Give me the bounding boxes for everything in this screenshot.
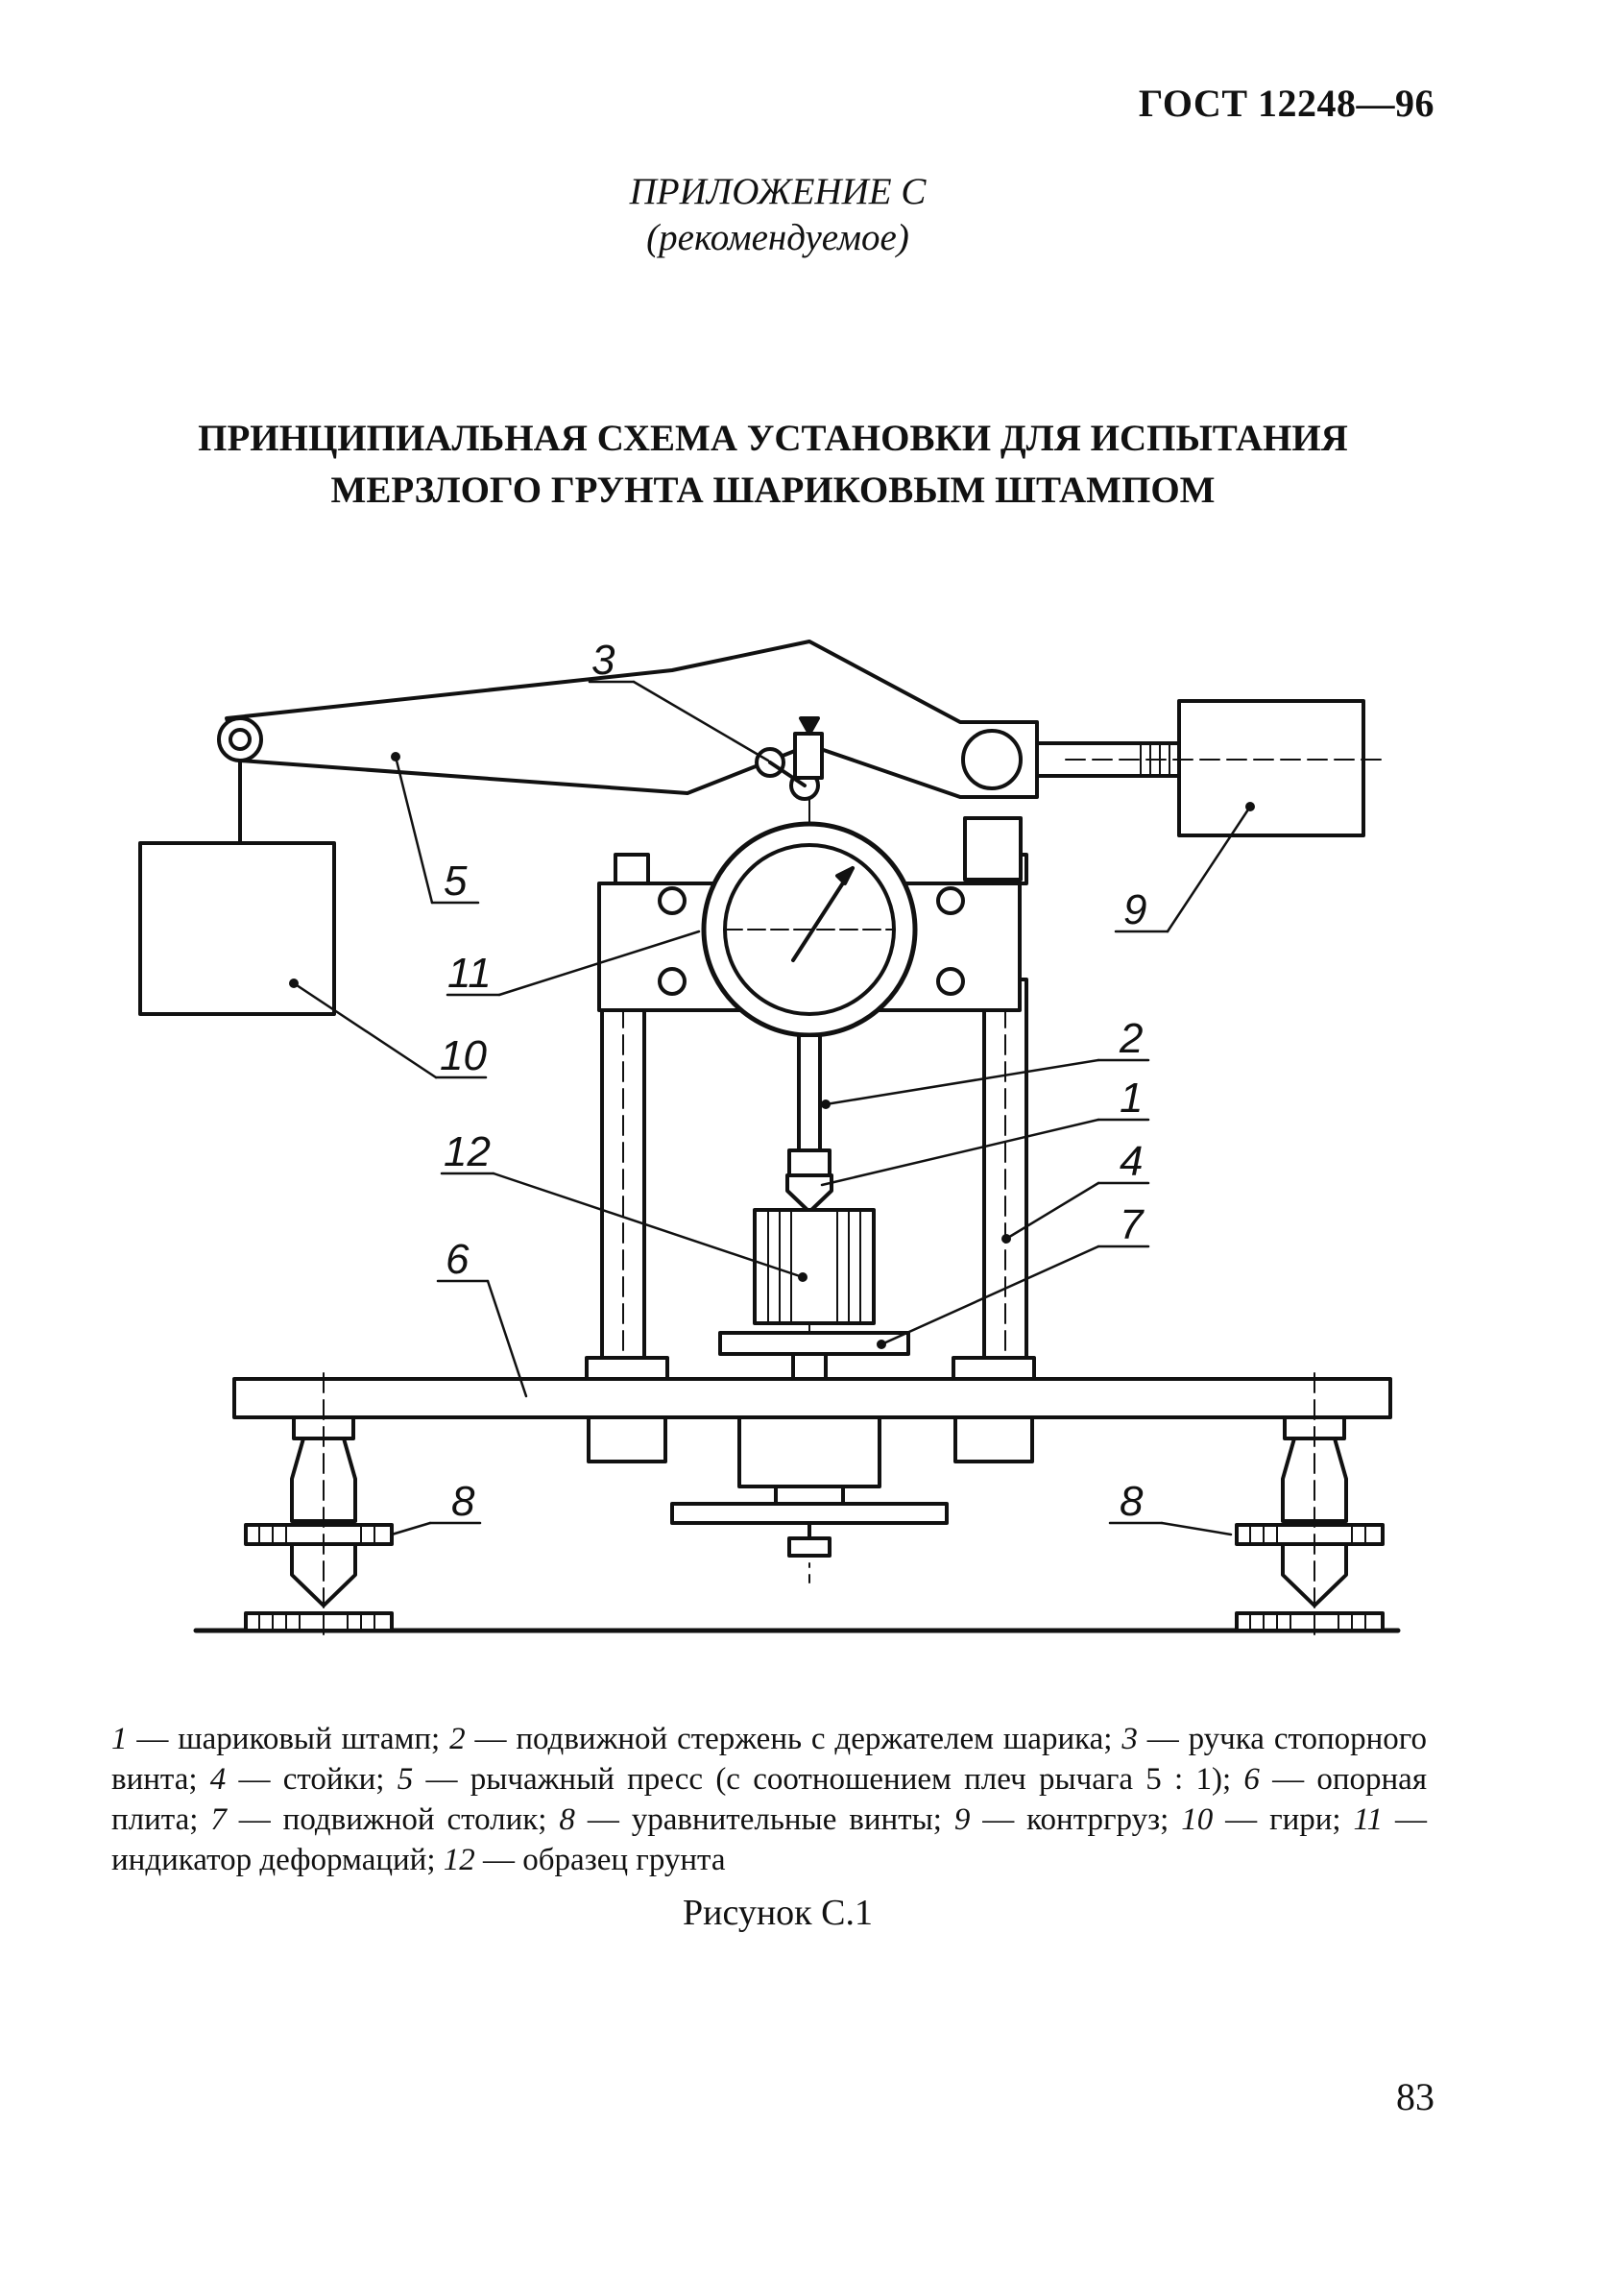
callout-3: 3 (591, 637, 615, 684)
legend-item: 5 — рычажный пресс (с соотношением плеч … (397, 1762, 1244, 1797)
callout-8-right: 8 (1120, 1478, 1144, 1525)
stud-left (614, 853, 650, 885)
column-nut-top-left (585, 1356, 669, 1381)
column-nut-bottom-right (953, 1415, 1034, 1463)
page-number: 83 (1396, 2075, 1434, 2118)
legend-item: 4 — стойки; (209, 1762, 398, 1797)
legend-item: 1 — шариковый штамп; (111, 1722, 450, 1756)
callout-8-left: 8 (451, 1478, 475, 1525)
legend-item: 2 — подвижной стержень с держателем шари… (449, 1722, 1122, 1756)
lever-arm (225, 640, 1039, 799)
document-title: ПРИНЦИПИАЛЬНАЯ СХЕМА УСТАНОВКИ ДЛЯ ИСПЫТ… (0, 413, 1546, 517)
legend-item: 10 — гири; (1181, 1802, 1354, 1837)
legend-item: 9 — контргруз; (953, 1802, 1182, 1837)
leveling-screw-right (1235, 1372, 1385, 1643)
legend-item: 3 — ручка стопорного винта; (111, 1722, 1427, 1797)
column-nut-top-right (952, 1356, 1036, 1381)
figure-legend: 1 — шариковый штамп; 2 — подвижной стерж… (111, 1719, 1427, 1880)
legend-item: 6 — опорная плита; (111, 1762, 1427, 1837)
apparatus-diagram: 3 5 9 11 10 2 1 4 7 12 6 8 8 (138, 637, 1401, 1643)
leveling-screw-left (244, 1372, 394, 1643)
callout-9: 9 (1123, 886, 1146, 933)
ball-stamp (785, 1173, 833, 1214)
base-plate (232, 1377, 1392, 1419)
legend-item: 8 — уравнительные винты; (559, 1802, 954, 1837)
legend-item: 11 — индикатор деформаций; (111, 1802, 1427, 1877)
movable-rod (797, 1033, 822, 1152)
callout-2: 2 (1119, 1015, 1143, 1062)
lever-pivot-right (961, 729, 1023, 790)
counterweight (1177, 699, 1365, 837)
appendix-label: ПРИЛОЖЕНИЕ С (629, 171, 927, 212)
title-line-1: ПРИНЦИПИАЛЬНАЯ СХЕМА УСТАНОВКИ ДЛЯ ИСПЫТ… (198, 418, 1348, 459)
lift-housing (737, 1415, 881, 1488)
appendix-note: (рекомендуемое) (646, 217, 909, 258)
callout-4: 4 (1120, 1138, 1143, 1185)
weights (138, 841, 336, 1016)
column-nut-bottom-left (587, 1415, 667, 1463)
appendix-heading: ПРИЛОЖЕНИЕ С (рекомендуемое) (0, 169, 1555, 261)
callout-12: 12 (444, 1128, 491, 1175)
legend-item: 7 — подвижной столик; (210, 1802, 560, 1837)
figure-caption: Рисунок С.1 (683, 1893, 873, 1933)
callout-7: 7 (1120, 1201, 1145, 1248)
lift-handwheel (670, 1502, 949, 1525)
callout-5: 5 (444, 858, 468, 905)
document-code: ГОСТ 12248—96 (1138, 82, 1434, 125)
callout-11: 11 (447, 950, 492, 997)
callout-6: 6 (446, 1236, 470, 1283)
legend-item: 12 — образец грунта (443, 1843, 726, 1877)
title-line-2: МЕРЗЛОГО ГРУНТА ШАРИКОВЫМ ШТАМПОМ (330, 470, 1216, 511)
bolt-holes (658, 886, 965, 996)
callout-10: 10 (440, 1032, 487, 1079)
callout-1: 1 (1120, 1075, 1143, 1122)
